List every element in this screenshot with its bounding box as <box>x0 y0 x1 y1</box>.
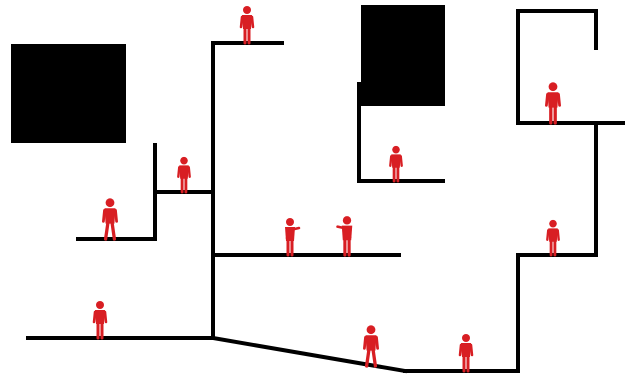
figure-arm <box>545 93 549 107</box>
figure-arm <box>336 225 349 231</box>
figure-3[interactable] <box>102 198 118 241</box>
figure-arm <box>363 336 367 350</box>
figure-torso <box>365 335 377 351</box>
figure-arm <box>187 166 191 178</box>
figure-head <box>286 218 294 226</box>
figure-arm <box>103 310 108 324</box>
figure-head <box>105 198 115 208</box>
figure-torso <box>242 15 252 29</box>
figure-leg <box>371 348 378 368</box>
structure-layer <box>26 9 625 374</box>
solid-block-top-center <box>361 5 445 106</box>
figure-head <box>392 145 400 154</box>
figure-arm <box>102 209 106 223</box>
figure-torso <box>548 228 558 242</box>
figure-arm <box>469 343 474 357</box>
figure-head <box>180 156 188 165</box>
blocks-layer <box>11 5 445 143</box>
figure-head <box>366 325 376 335</box>
figure-arm <box>458 343 463 357</box>
figure-9[interactable] <box>92 301 108 340</box>
figure-leg <box>364 348 371 368</box>
figure-5[interactable] <box>545 82 561 125</box>
figure-torso <box>547 92 559 108</box>
figure-1[interactable] <box>239 6 255 45</box>
figure-7[interactable] <box>285 218 301 257</box>
figure-arm <box>399 155 403 167</box>
figure-arm <box>285 229 292 240</box>
figures-layer <box>92 6 561 373</box>
figure-4[interactable] <box>389 145 403 183</box>
figure-10[interactable] <box>363 325 379 368</box>
figure-head <box>462 334 470 342</box>
figure-arm <box>250 15 255 29</box>
figure-head <box>548 82 558 92</box>
figure-torso <box>461 343 471 357</box>
ramp <box>210 335 408 374</box>
figure-arm <box>345 228 352 239</box>
figure-head <box>243 6 251 14</box>
figure-arm <box>546 229 550 241</box>
figure-arm <box>239 15 244 29</box>
figure-arm <box>92 310 97 324</box>
figure-arm <box>389 155 393 167</box>
figure-torso <box>391 154 401 168</box>
figure-head <box>96 301 104 309</box>
figure-11[interactable] <box>458 334 474 373</box>
figure-arm <box>288 226 301 232</box>
solid-block-left <box>11 44 126 143</box>
figure-leg <box>110 221 117 241</box>
figure-head <box>549 219 557 228</box>
figure-arm <box>557 93 561 107</box>
figure-torso <box>104 208 116 224</box>
figure-head <box>342 216 352 225</box>
figure-torso <box>95 310 105 324</box>
figure-leg <box>103 221 110 241</box>
figure-arm <box>556 229 560 241</box>
figure-arm <box>177 166 181 178</box>
figure-arm <box>114 209 118 223</box>
figure-2[interactable] <box>177 156 191 194</box>
figure-torso <box>179 165 189 179</box>
figure-arm <box>375 336 379 350</box>
figure-8[interactable] <box>336 216 353 257</box>
figure-6[interactable] <box>546 219 560 257</box>
